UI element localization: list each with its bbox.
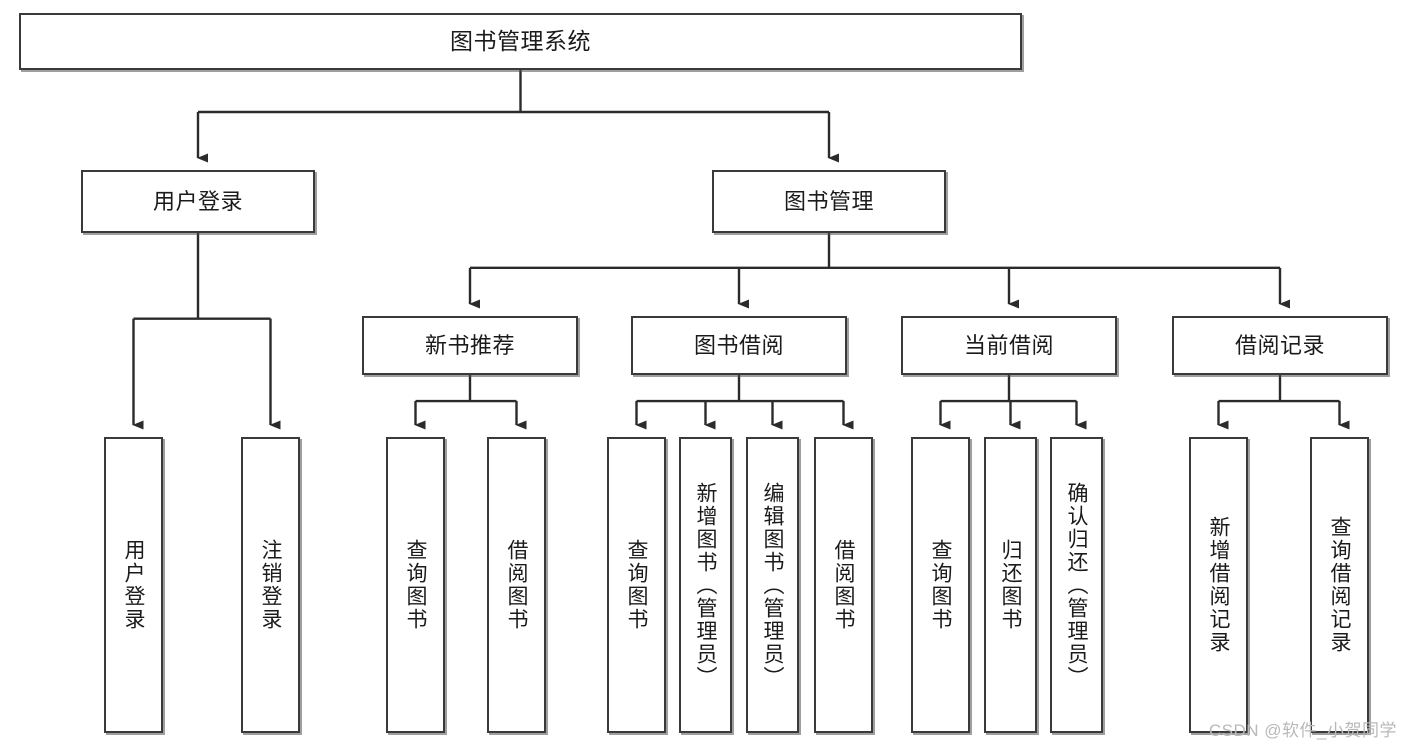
node-book-borrow[interactable]: 图书借阅 <box>631 316 847 375</box>
node-leaf-borrow-book-rec[interactable]: 借阅图书 <box>487 437 546 733</box>
node-leaf-logout[interactable]: 注销登录 <box>241 437 300 733</box>
node-leaf-user-login[interactable]: 用户登录 <box>104 437 163 733</box>
node-borrow-record[interactable]: 借阅记录 <box>1172 316 1388 375</box>
node-label: 查询图书 <box>404 539 427 631</box>
node-label: 用户登录 <box>122 539 145 631</box>
node-root[interactable]: 图书管理系统 <box>19 13 1022 70</box>
node-label: 确认归还（管理员） <box>1065 481 1088 689</box>
node-user-login[interactable]: 用户登录 <box>81 170 315 233</box>
node-leaf-borrow-book[interactable]: 借阅图书 <box>814 437 873 733</box>
node-label: 新增借阅记录 <box>1207 516 1230 654</box>
node-label: 查询图书 <box>625 539 648 631</box>
node-label: 图书管理 <box>783 188 874 214</box>
node-label: 编辑图书（管理员） <box>761 481 784 689</box>
node-book-manage[interactable]: 图书管理 <box>712 170 946 233</box>
node-leaf-query-book-rec[interactable]: 查询图书 <box>386 437 445 733</box>
node-label: 查询图书 <box>929 539 952 631</box>
node-label: 借阅图书 <box>832 539 855 631</box>
node-leaf-confirm-return[interactable]: 确认归还（管理员） <box>1050 437 1103 733</box>
node-label: 图书管理系统 <box>450 28 591 55</box>
node-label: 用户登录 <box>152 188 243 214</box>
node-leaf-query-record[interactable]: 查询借阅记录 <box>1310 437 1369 733</box>
node-label: 当前借阅 <box>963 332 1054 358</box>
node-leaf-query-book-cur[interactable]: 查询图书 <box>911 437 970 733</box>
node-leaf-add-record[interactable]: 新增借阅记录 <box>1189 437 1248 733</box>
node-label: 新书推荐 <box>424 332 515 358</box>
node-current-borrow[interactable]: 当前借阅 <box>901 316 1117 375</box>
node-leaf-query-book-borrow[interactable]: 查询图书 <box>607 437 666 733</box>
node-label: 借阅图书 <box>505 539 528 631</box>
node-label: 注销登录 <box>259 539 282 631</box>
node-label: 图书借阅 <box>693 332 784 358</box>
node-label: 新增图书（管理员） <box>694 481 717 689</box>
node-label: 借阅记录 <box>1234 332 1325 358</box>
node-leaf-edit-book[interactable]: 编辑图书（管理员） <box>746 437 799 733</box>
node-label: 归还图书 <box>999 539 1022 631</box>
node-label: 查询借阅记录 <box>1328 516 1351 654</box>
node-leaf-add-book[interactable]: 新增图书（管理员） <box>679 437 732 733</box>
node-new-book-rec[interactable]: 新书推荐 <box>362 316 578 375</box>
node-leaf-return-book[interactable]: 归还图书 <box>984 437 1037 733</box>
